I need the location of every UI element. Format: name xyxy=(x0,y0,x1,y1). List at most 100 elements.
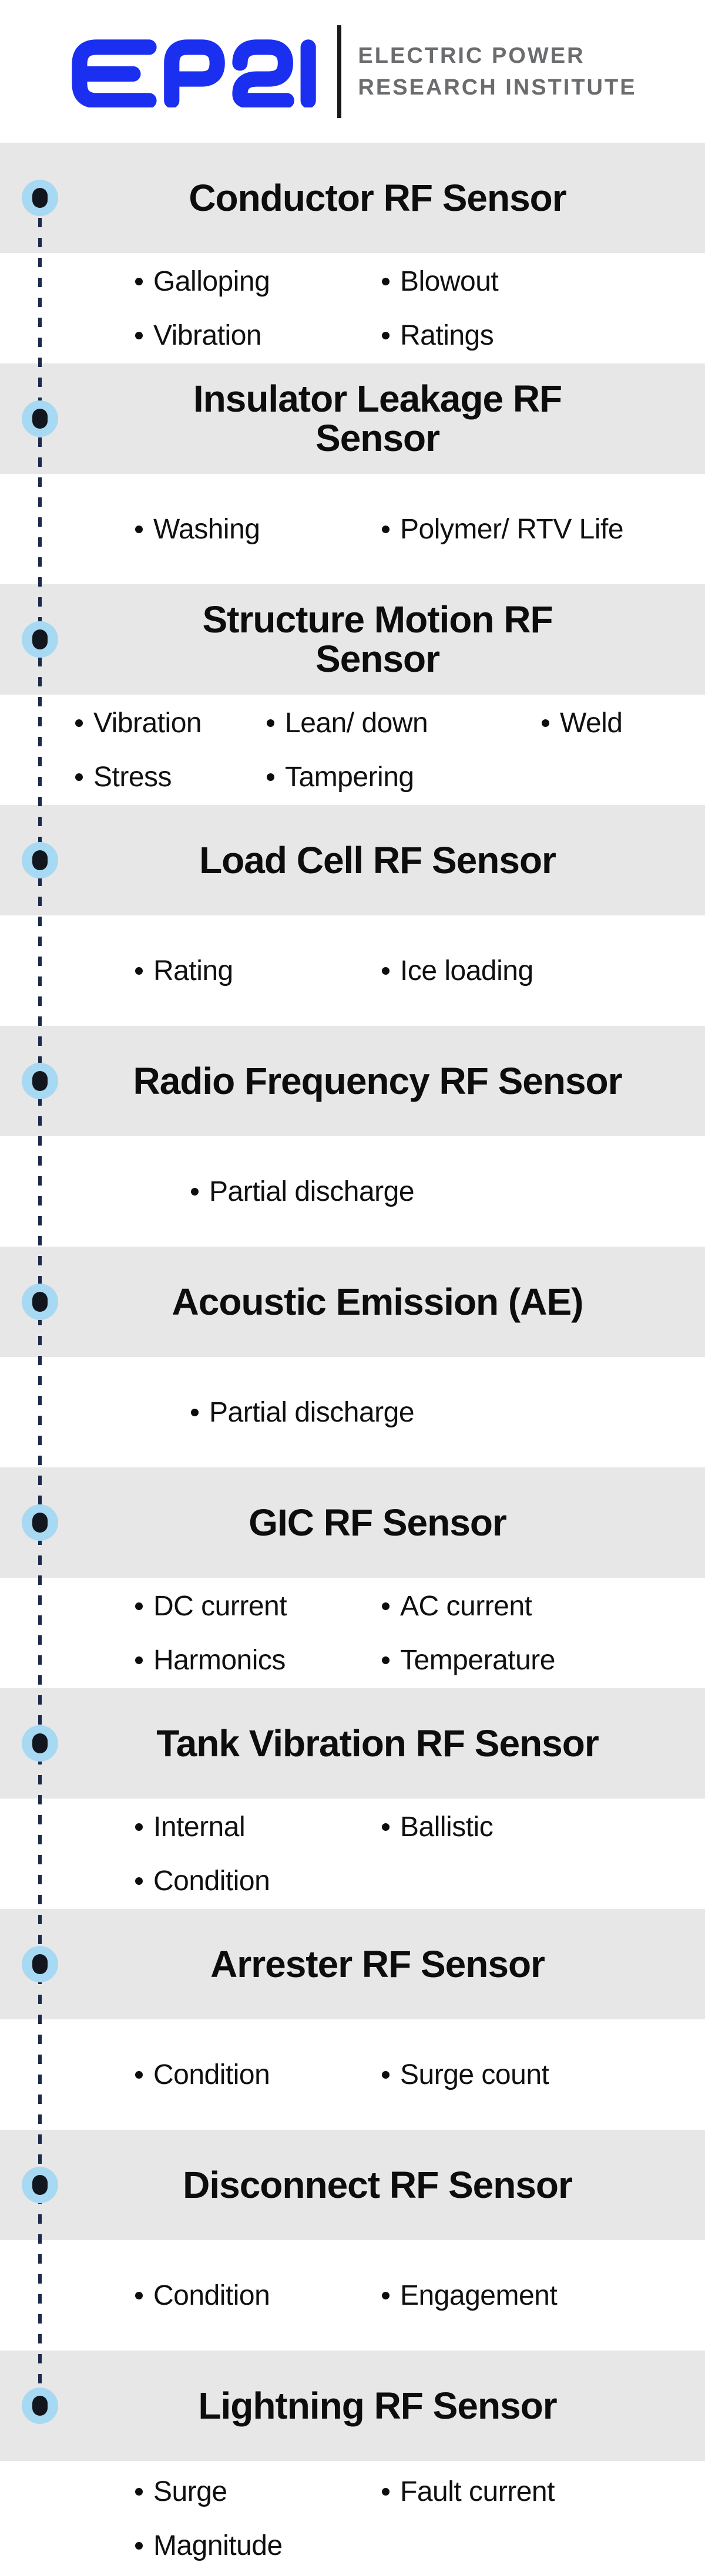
bullet-label: Galloping xyxy=(153,265,270,297)
section-title: Disconnect RF Sensor xyxy=(183,2163,573,2206)
section-band: Disconnect RF Sensor xyxy=(0,2130,705,2240)
bullet-icon xyxy=(382,1602,390,1610)
section-band: Radio Frequency RF Sensor xyxy=(0,1026,705,1136)
bullet-label: Polymer/ RTV Life xyxy=(400,513,624,545)
bullet-row: Magnitude xyxy=(0,2518,705,2572)
section-title-line: Disconnect RF Sensor xyxy=(183,2163,573,2206)
bullet-item: Blowout xyxy=(382,265,499,298)
bullet-item: Partial discharge xyxy=(191,1396,415,1429)
bullet-label: Rating xyxy=(153,955,233,986)
bullet-icon xyxy=(382,2291,390,2299)
bullet-label: Fault current xyxy=(400,2476,555,2507)
bullet-icon xyxy=(191,1408,199,1416)
bullet-label: Condition xyxy=(153,1865,270,1897)
bullet-row: Partial discharge xyxy=(0,1385,705,1439)
bullet-icon xyxy=(135,525,143,533)
epri-letter-p xyxy=(164,39,226,107)
section-band: Load Cell RF Sensor xyxy=(0,805,705,915)
section-title: Tank Vibration RF Sensor xyxy=(156,1722,599,1765)
bullet-label: Washing xyxy=(153,513,260,545)
section-title: Acoustic Emission (AE) xyxy=(172,1280,584,1323)
section-items: Partial discharge xyxy=(0,1136,705,1247)
section-band: Arrester RF Sensor xyxy=(0,1909,705,2019)
bullet-icon xyxy=(135,1656,143,1664)
bullet-label: Temperature xyxy=(400,1644,555,1676)
bullet-icon xyxy=(191,1187,199,1196)
section-title-line: Acoustic Emission (AE) xyxy=(172,1280,584,1323)
bullet-item: DC current xyxy=(135,1590,382,1622)
timeline-dot-core xyxy=(32,1292,48,1312)
bullet-item: Weld xyxy=(542,707,623,739)
bullet-label: Magnitude xyxy=(153,2530,283,2561)
bullet-label: Harmonics xyxy=(153,1644,286,1676)
bullet-row: Galloping Blowout xyxy=(0,254,705,308)
bullet-label: Engagement xyxy=(400,2279,558,2311)
bullet-icon xyxy=(542,719,549,727)
bullet-label: Ballistic xyxy=(400,1811,494,1843)
timeline-dot-core xyxy=(32,2396,48,2416)
timeline-dot-core xyxy=(32,2175,48,2195)
timeline-dot-core xyxy=(32,1733,48,1753)
section-title-line: Sensor xyxy=(315,417,440,459)
bullet-icon xyxy=(135,277,143,285)
section-title-line: Radio Frequency RF Sensor xyxy=(133,1059,622,1102)
bullet-icon xyxy=(135,331,143,339)
logo-divider xyxy=(337,25,342,118)
timeline-dot-core xyxy=(32,188,48,208)
bullet-icon xyxy=(75,773,83,781)
bullet-label: Stress xyxy=(93,761,172,793)
section-title: Lightning RF Sensor xyxy=(198,2384,557,2427)
bullet-item: Vibration xyxy=(135,319,382,352)
bullet-item: AC current xyxy=(382,1590,532,1622)
section-title-line: Lightning RF Sensor xyxy=(198,2384,557,2427)
bullet-icon xyxy=(382,525,390,533)
org-name-line1: ELECTRIC POWER xyxy=(358,43,585,68)
section-title-line: Conductor RF Sensor xyxy=(189,176,566,219)
timeline-dot-core xyxy=(32,1071,48,1091)
bullet-item: Magnitude xyxy=(135,2530,382,2562)
bullet-item: Tampering xyxy=(267,761,542,793)
timeline-dot xyxy=(22,1504,58,1541)
timeline-dot xyxy=(22,1284,58,1320)
bullet-icon xyxy=(135,2291,143,2299)
timeline-dot xyxy=(22,621,58,658)
bullet-row: Partial discharge xyxy=(0,1164,705,1218)
bullet-item: Washing xyxy=(135,513,382,545)
bullet-icon xyxy=(135,967,143,975)
section-title-line: Load Cell RF Sensor xyxy=(199,839,556,881)
section-band: Tank Vibration RF Sensor xyxy=(0,1688,705,1799)
timeline-dot xyxy=(22,1725,58,1762)
header: ELECTRIC POWER RESEARCH INSTITUTE xyxy=(0,0,705,143)
bullet-item: Condition xyxy=(135,2059,382,2091)
bullet-item: Temperature xyxy=(382,1644,555,1676)
bullet-icon xyxy=(135,2487,143,2496)
bullet-icon xyxy=(267,719,274,727)
section-items: Partial discharge xyxy=(0,1357,705,1467)
bullet-label: Condition xyxy=(153,2059,270,2090)
bullet-label: Vibration xyxy=(93,707,202,739)
timeline-dot-core xyxy=(32,1513,48,1533)
section-title: Conductor RF Sensor xyxy=(189,179,566,218)
section-title-line: Tank Vibration RF Sensor xyxy=(156,1722,599,1765)
bullet-item: Fault current xyxy=(382,2476,555,2508)
